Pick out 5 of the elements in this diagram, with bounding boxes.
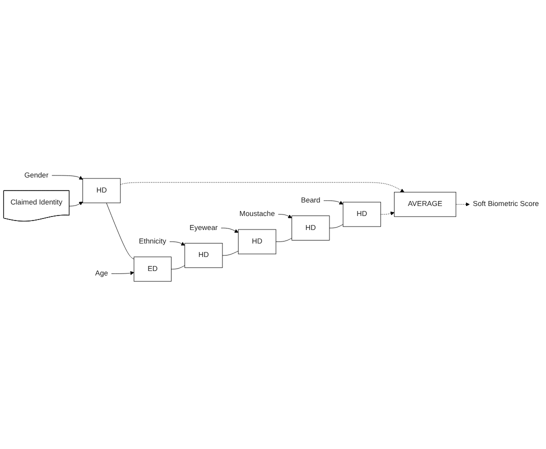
connector bbox=[222, 250, 239, 256]
connector bbox=[276, 238, 292, 242]
connector bbox=[329, 224, 344, 228]
connector bbox=[106, 202, 134, 260]
connector bbox=[171, 265, 186, 270]
